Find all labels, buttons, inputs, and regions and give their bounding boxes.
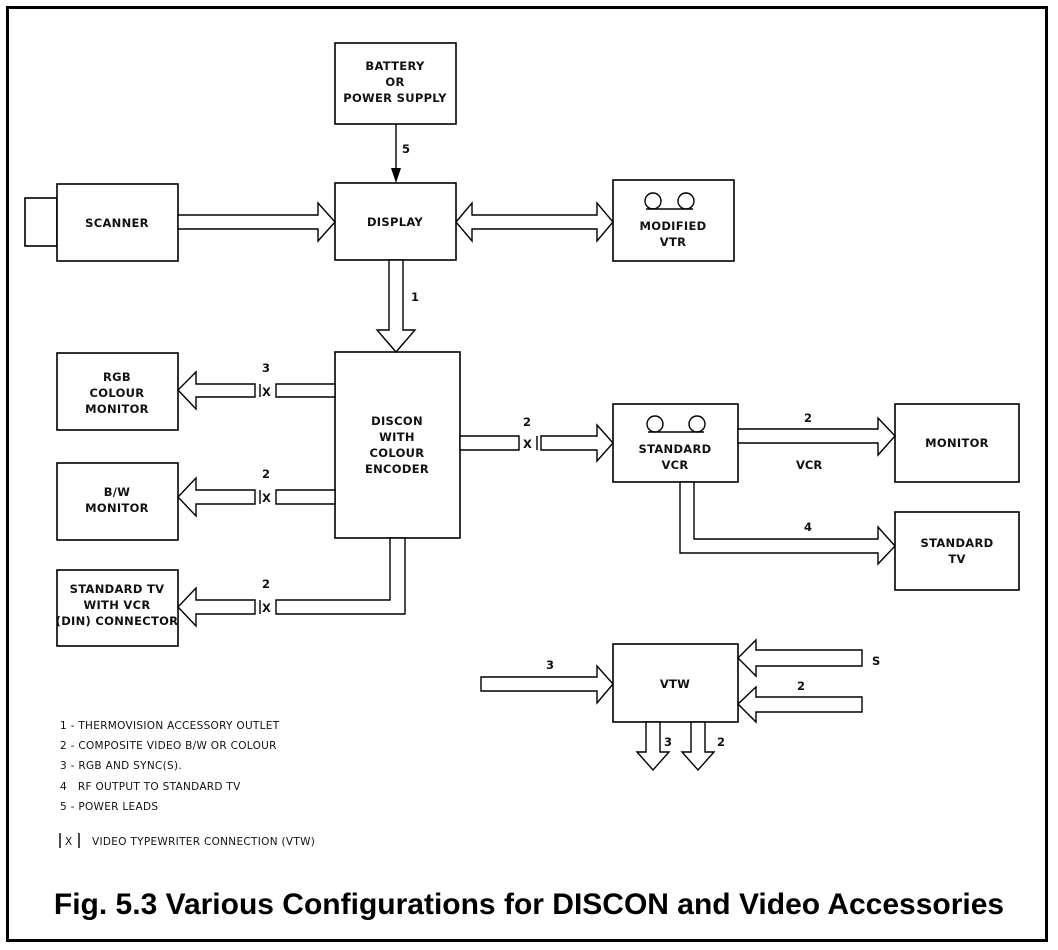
legend-item-1: 1 - THERMOVISION ACCESSORY OUTLET: [60, 720, 280, 732]
conn-label-2-stdtv: 2: [262, 577, 270, 591]
battery-line-3: POWER SUPPLY: [343, 91, 447, 105]
display-to-discon-arrow: 1: [375, 259, 419, 354]
discon-to-rgb-arrow: 3 X: [177, 361, 336, 411]
vcr-to-stdtv-arrow: 4: [679, 481, 896, 566]
modified-vtr-line-1: MODIFIED: [640, 219, 707, 233]
vtw-input-2-arrow: 2: [736, 679, 863, 724]
conn-label-3-rgb: 3: [262, 361, 270, 375]
conn-label-2-vcr: 2: [523, 415, 531, 429]
standard-vcr-box: STANDARD VCR: [612, 403, 739, 483]
display-box: DISPLAY: [334, 182, 457, 261]
vtw-connection-symbol: X: [59, 833, 80, 848]
tape-reel-icon: [646, 415, 706, 433]
conn-label-4: 4: [804, 520, 812, 534]
vtw-legend-text: VIDEO TYPEWRITER CONNECTION (VTW): [92, 836, 315, 848]
figure-frame: [6, 6, 1048, 942]
vtw-mark-bw: X: [262, 491, 271, 505]
bw-monitor-box: B/W MONITOR: [56, 462, 179, 541]
bw-monitor-line-2: MONITOR: [85, 501, 149, 515]
conn-label-5: 5: [402, 142, 410, 156]
scanner-label: SCANNER: [85, 216, 149, 230]
standard-tv-vcr-box: STANDARD TV WITH VCR (DIN) CONNECTOR: [56, 569, 179, 647]
modified-vtr-box: MODIFIED VTR: [612, 179, 735, 262]
tape-reel-icon: [644, 192, 695, 210]
discon-line-2: WITH: [379, 430, 415, 444]
standard-tv-box: STANDARD TV: [894, 511, 1020, 591]
rgb-monitor-line-3: MONITOR: [85, 402, 149, 416]
vtw-label-s: S: [872, 654, 880, 668]
conn-label-1: 1: [411, 290, 419, 304]
vtw-input-s-arrow: S: [737, 638, 880, 678]
figure-caption: Fig. 5.3 Various Configurations for DISC…: [54, 888, 1004, 921]
display-label: DISPLAY: [367, 215, 423, 229]
standard-vcr-line-2: VCR: [661, 458, 688, 472]
standard-tv-line-1: STANDARD: [920, 536, 993, 550]
battery-line-2: OR: [385, 75, 404, 89]
display-vtr-double-arrow: [455, 201, 614, 243]
rgb-monitor-box: RGB COLOUR MONITOR: [56, 352, 179, 431]
discon-line-3: COLOUR: [370, 446, 425, 460]
discon-to-bw-arrow: 2 X: [177, 467, 336, 518]
conn-label-2-bw: 2: [262, 467, 270, 481]
std-tv-vcr-line-1: STANDARD TV: [70, 582, 165, 596]
standard-vcr-line-1: STANDARD: [638, 442, 711, 456]
rgb-monitor-line-1: RGB: [103, 370, 131, 384]
conn-label-vcr: VCR: [796, 458, 822, 472]
battery-box: BATTERY OR POWER SUPPLY: [334, 42, 457, 125]
bw-monitor-line-1: B/W: [104, 485, 131, 499]
monitor-label: MONITOR: [925, 436, 989, 450]
rgb-monitor-line-2: COLOUR: [90, 386, 145, 400]
scanner-box: SCANNER: [24, 183, 179, 262]
monitor-box: MONITOR: [894, 403, 1020, 483]
vcr-to-monitor-arrow: 2 VCR: [737, 411, 896, 472]
power-lead-arrow: 5: [391, 124, 410, 183]
discon-line-4: ENCODER: [365, 462, 429, 476]
legend-item-3: 3 - RGB AND SYNC(S).: [60, 760, 182, 772]
legend-item-5: 5 - POWER LEADS: [60, 801, 158, 813]
vtw-label-2-in: 2: [797, 679, 805, 693]
battery-line-1: BATTERY: [365, 59, 425, 73]
discon-to-stdtv-arrow: 2 X: [177, 537, 406, 628]
standard-tv-line-2: TV: [948, 552, 965, 566]
vtw-output-3-arrow: 3: [635, 721, 672, 772]
vtw-box: VTW: [612, 643, 739, 723]
discon-line-1: DISCON: [371, 414, 423, 428]
vtw-symbol-x: X: [65, 836, 73, 848]
std-tv-vcr-line-2: WITH VCR: [83, 598, 150, 612]
vtw-label-2-out: 2: [717, 735, 725, 749]
vtw-label: VTW: [660, 677, 690, 691]
discon-box: DISCON WITH COLOUR ENCODER: [334, 351, 461, 539]
vtw-label-3-out: 3: [664, 735, 672, 749]
scanner-to-display-arrow: [177, 201, 336, 243]
vtw-output-2-arrow: 2: [680, 721, 725, 772]
legend: 1 - THERMOVISION ACCESSORY OUTLET 2 - CO…: [59, 720, 315, 848]
legend-item-4: 4 RF OUTPUT TO STANDARD TV: [60, 781, 241, 793]
vtw-mark-stdtv: X: [262, 601, 271, 615]
vtw-mark-vcr: X: [523, 437, 532, 451]
conn-label-2-monitor: 2: [804, 411, 812, 425]
vtw-input-left-arrow: 3: [480, 658, 614, 705]
legend-item-2: 2 - COMPOSITE VIDEO B/W OR COLOUR: [60, 740, 277, 752]
std-tv-vcr-line-3: (DIN) CONNECTOR: [56, 614, 179, 628]
vtw-mark-rgb: X: [262, 385, 271, 399]
modified-vtr-line-2: VTR: [660, 235, 687, 249]
vtw-label-3-in: 3: [546, 658, 554, 672]
discon-to-vcr-arrow: 2 X: [459, 415, 614, 463]
